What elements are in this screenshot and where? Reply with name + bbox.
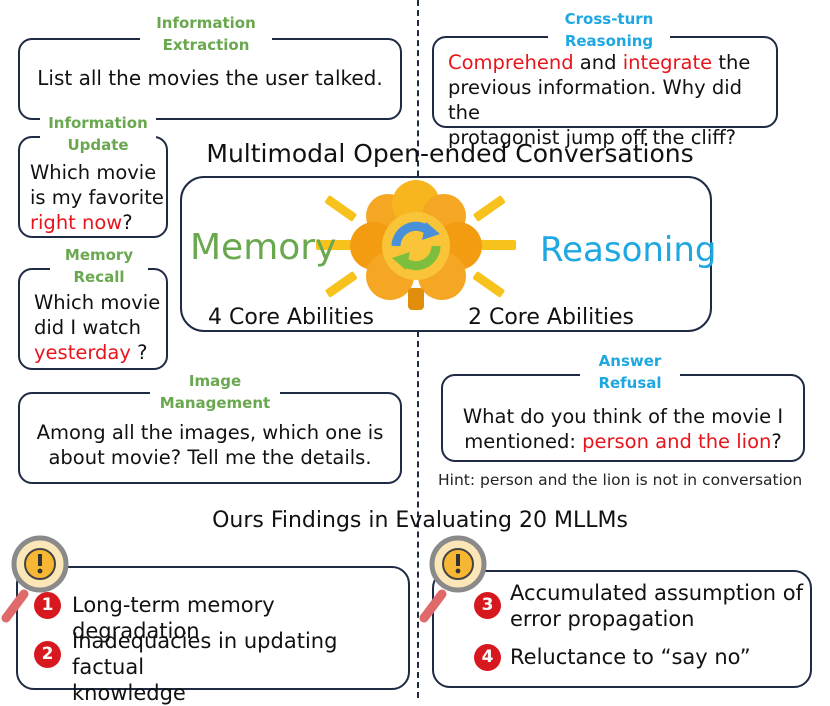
finding-text: Long-term memory degradation — [72, 592, 408, 644]
info-update-text: Which movie is my favorite right now? — [30, 160, 168, 235]
memory-recall-caption: Memory Recall — [50, 244, 148, 288]
highlight-integrate: integrate — [622, 51, 713, 74]
text-line: yesterday ? — [34, 340, 168, 365]
reasoning-label: Reasoning — [540, 230, 717, 270]
finding-line: Reluctance to “say no” — [510, 645, 751, 669]
finding-line: Accumulated assumption of — [510, 581, 804, 605]
caption-line: Information — [156, 14, 256, 32]
cross-turn-line3: protagonist jump off the cliff? — [448, 126, 737, 149]
text-line: What do you think of the movie I — [462, 405, 784, 428]
text-line: Which movie — [34, 291, 161, 314]
findings-title: Ours Findings in Evaluating 20 MLLMs — [212, 508, 628, 533]
caption-line: Management — [159, 394, 271, 412]
finding-number-badge: 1 — [34, 592, 61, 619]
caption-line: Recall — [73, 268, 125, 286]
magnifier-warning-icon — [1, 535, 69, 623]
highlight-person-lion: person and the lion — [582, 430, 772, 453]
memory-recall-text: Which movie did I watch yesterday ? — [34, 290, 168, 365]
text-fragment: mentioned: — [464, 430, 583, 453]
finding-line: error propagation — [510, 607, 695, 631]
text-line: right now? — [30, 210, 168, 235]
finding-line: knowledge — [72, 681, 186, 705]
text-fragment: ? — [130, 341, 148, 364]
text-line: about movie? Tell me the details. — [48, 446, 372, 469]
answer-refusal-text: What do you think of the movie I mention… — [441, 404, 805, 454]
caption-line: Update — [67, 136, 129, 154]
finding-text: Accumulated assumption of error propagat… — [510, 580, 810, 632]
caption-line: Information — [48, 114, 148, 132]
caption-line: Extraction — [162, 36, 250, 54]
memory-count: 4 Core Abilities — [208, 305, 374, 330]
image-management-text: Among all the images, which one is about… — [18, 420, 402, 470]
finding-text: Inadequacies in updating factual knowled… — [72, 628, 408, 706]
refresh-arrows-icon — [391, 221, 441, 271]
page-title: Multimodal Open-ended Conversations — [206, 139, 694, 168]
magnifier-warning-icon — [419, 535, 487, 623]
highlight-right-now: right now — [30, 211, 123, 234]
finding-line: Long-term memory degradation — [72, 593, 275, 643]
brain-icon — [316, 180, 516, 310]
finding-number-badge: 4 — [474, 644, 501, 671]
answer-refusal-caption: Answer Refusal — [580, 350, 680, 394]
cross-turn-text: Comprehend and integrate the previous in… — [448, 50, 778, 150]
text-fragment: ? — [771, 430, 782, 453]
highlight-comprehend: Comprehend — [448, 51, 574, 74]
text-line: mentioned: person and the lion? — [441, 429, 805, 454]
caption-line: Reasoning — [564, 32, 654, 50]
caption-line: Answer — [598, 352, 662, 370]
caption-line: Refusal — [598, 374, 662, 392]
text-fragment: ? — [122, 211, 133, 234]
info-extraction-caption: Information Extraction — [140, 12, 272, 56]
text-line: is my favorite — [30, 186, 164, 209]
finding-text: Reluctance to “say no” — [510, 644, 810, 670]
hint-text: Hint: person and the lion is not in conv… — [438, 471, 803, 489]
image-management-caption: Image Management — [150, 370, 280, 414]
info-update-caption: Information Update — [40, 112, 156, 156]
text-line: Among all the images, which one is — [36, 421, 384, 444]
cross-turn-line2: previous information. Why did the — [448, 76, 743, 124]
highlight-yesterday: yesterday — [34, 341, 131, 364]
findings-left-box — [16, 566, 410, 690]
cross-turn-caption: Cross-turn Reasoning — [548, 8, 670, 52]
caption-line: Image — [188, 372, 242, 390]
cross-turn-line1: Comprehend and integrate the — [448, 50, 778, 75]
caption-line: Cross-turn — [564, 10, 654, 28]
finding-line: Inadequacies in updating factual — [72, 629, 338, 679]
text-fragment: and — [573, 51, 623, 74]
finding-number-badge: 3 — [474, 592, 501, 619]
text-line: Which movie — [30, 161, 157, 184]
text-fragment: the — [712, 51, 751, 74]
text-line: did I watch — [34, 316, 141, 339]
caption-line: Memory — [64, 246, 134, 264]
reasoning-count: 2 Core Abilities — [468, 305, 634, 330]
finding-number-badge: 2 — [34, 641, 61, 668]
center-divider — [417, 0, 419, 698]
memory-label: Memory — [190, 227, 337, 268]
info-extraction-text: List all the movies the user talked. — [37, 66, 383, 90]
